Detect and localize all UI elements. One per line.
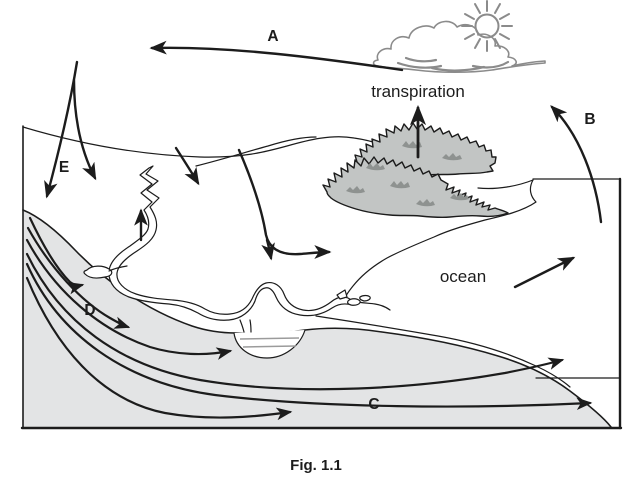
river-to-basin-link [249, 319, 252, 333]
figure-caption: Fig. 1.1 [290, 457, 342, 474]
groundwater-arrow-c3 [25, 276, 293, 421]
estuary-islets [336, 289, 371, 306]
label-d: D [84, 302, 96, 319]
basin-water-line [239, 337, 300, 340]
runoff-arrow-main [237, 148, 332, 259]
runoff-arrow-branch [261, 238, 275, 261]
arrow-a-cloud-movement [149, 40, 404, 72]
label-a: A [267, 28, 279, 45]
river-to-basin-link [239, 319, 245, 333]
coastline [344, 179, 537, 299]
arrow-e-precipitation-right [72, 78, 97, 181]
ocean-label: ocean [439, 267, 487, 286]
groundwater-arrow-c1 [25, 252, 565, 391]
ocean-current-arrow [513, 256, 576, 289]
river-cross-section-basin [233, 329, 306, 359]
label-c: C [368, 396, 380, 413]
forest-hill-icon [322, 122, 509, 219]
water-cycle-illustration [20, 0, 623, 430]
hill-ridge-line [195, 136, 317, 167]
groundwater-arrow-d3 [25, 238, 233, 360]
arrow-b-evaporation [550, 105, 603, 224]
groundwater-arrow-c2 [25, 262, 593, 410]
coastline [477, 179, 534, 190]
groundwater-arrow-d2 [26, 226, 131, 329]
beach-slope-line [315, 315, 571, 388]
river-channel [108, 165, 354, 321]
sun-icon [461, 0, 513, 52]
hills-and-coast-outline [22, 126, 537, 311]
forest-texture-marks [346, 141, 469, 207]
frame [20, 125, 623, 430]
transpiration-label: transpiration [371, 82, 465, 101]
cycle-arrows [44, 40, 603, 289]
hill-ridge-line [22, 126, 388, 158]
groundwater-arrows [25, 216, 593, 421]
oxbow-lake [83, 265, 113, 279]
forest-front-lobe [322, 156, 509, 219]
basin-water-line [242, 345, 297, 348]
rain-arrow-valley [174, 146, 200, 186]
cloud-icon [372, 20, 546, 74]
oxbow-channel [108, 265, 128, 272]
arrow-e-precipitation-left [44, 60, 79, 199]
label-e: E [58, 159, 70, 176]
groundwater-arrow-d1 [28, 216, 85, 295]
label-b: B [584, 111, 596, 128]
